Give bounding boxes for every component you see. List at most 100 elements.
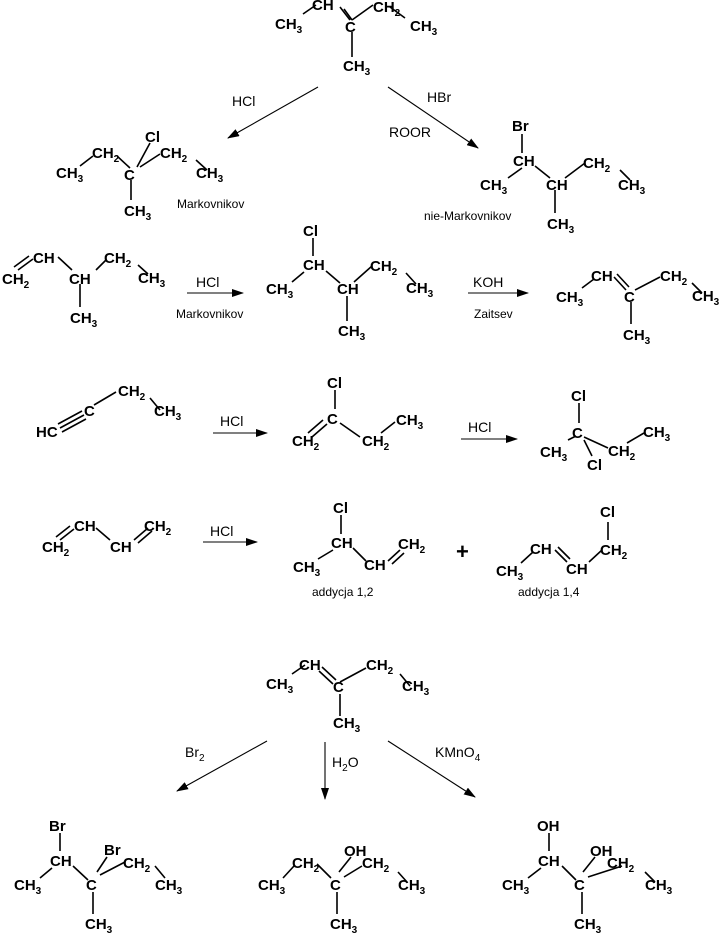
atom-ch2: CH2 xyxy=(144,518,172,538)
atom-ch3: CH3 xyxy=(266,676,294,696)
product-2-3-dibromo-3-methylpentane: Br CH CH3 C Br CH2 CH3 CH3 xyxy=(14,818,183,936)
atom-cl: Cl xyxy=(571,388,586,405)
atom-ch3: CH3 xyxy=(275,16,303,36)
atom-oh: OH xyxy=(590,843,613,860)
atom-br: Br xyxy=(104,842,121,859)
atom-cl: Cl xyxy=(600,504,615,521)
reagent-hcl: HCl xyxy=(468,419,491,435)
atom-ch2: CH2 xyxy=(608,443,636,463)
atom-ch3: CH3 xyxy=(502,877,530,897)
reaction-arrow xyxy=(227,86,319,139)
atom-ch3: CH3 xyxy=(402,678,430,698)
product-2-bromo-3-methylpentane: Br CH CH3 CH CH2 CH3 CH3 xyxy=(480,118,646,236)
reagent-hcl: HCl xyxy=(196,274,219,290)
product-3-methylpentan-3-ol: CH3 CH2 C OH CH2 CH3 CH3 xyxy=(258,843,426,936)
atom-ch: CH xyxy=(299,657,321,674)
molecule-3-methylpent-2-ene-zaitsev: CH3 CH C CH2 CH3 CH3 xyxy=(556,268,720,347)
atom-ch3: CH3 xyxy=(85,916,113,936)
atom-ch3: CH3 xyxy=(154,403,182,423)
atom-ch2: CH2 xyxy=(660,268,688,288)
molecule-buta-1-3-diene: CH2 CH CH CH2 xyxy=(42,518,172,559)
reagent-koh: KOH xyxy=(473,274,503,290)
atom-ch: CH xyxy=(74,518,96,535)
atom-oh: OH xyxy=(537,818,560,835)
atom-ch3: CH3 xyxy=(293,559,321,579)
atom-ch2: CH2 xyxy=(398,536,426,556)
atom-ch2: CH2 xyxy=(370,258,398,278)
reaction-arrow xyxy=(387,86,479,149)
atom-c: C xyxy=(86,877,97,894)
atom-c: C xyxy=(624,289,635,306)
molecule-3-methylpent-2-ene-top: CH3 CH C CH2 CH3 CH3 xyxy=(275,0,438,78)
note-addition-1-4: addycja 1,4 xyxy=(518,585,580,599)
atom-ch3: CH3 xyxy=(692,288,720,308)
atom-ch2: CH2 xyxy=(92,145,120,165)
atom-ch3: CH3 xyxy=(196,165,224,185)
atom-ch: CH xyxy=(331,535,353,552)
atom-ch3: CH3 xyxy=(618,177,646,197)
atom-ch3: CH3 xyxy=(410,18,438,38)
atom-ch: CH xyxy=(546,177,568,194)
reagent-h2o: H2O xyxy=(332,754,359,774)
atom-ch3: CH3 xyxy=(343,58,371,78)
atom-ch3: CH3 xyxy=(574,916,602,936)
atom-c: C xyxy=(333,679,344,696)
atom-ch2: CH2 xyxy=(600,542,628,562)
atom-ch3: CH3 xyxy=(124,203,152,223)
atom-ch3: CH3 xyxy=(556,289,584,309)
product-3-chloro-3-methylpentane: CH3 CH2 C Cl CH2 CH3 CH3 xyxy=(56,129,224,223)
atom-br: Br xyxy=(49,818,66,835)
atom-ch3: CH3 xyxy=(333,715,361,735)
atom-c: C xyxy=(124,167,135,184)
atom-ch3: CH3 xyxy=(338,323,366,343)
atom-ch2: CH2 xyxy=(292,433,320,453)
atom-ch3: CH3 xyxy=(14,877,42,897)
reagent-kmno4: KMnO4 xyxy=(435,744,481,764)
reagent-hcl: HCl xyxy=(220,413,243,429)
atom-ch3: CH3 xyxy=(547,216,575,236)
atom-ch3: CH3 xyxy=(266,281,294,301)
note-addition-1-2: addycja 1,2 xyxy=(312,585,374,599)
atom-oh: OH xyxy=(344,843,367,860)
reaction-arrow xyxy=(176,740,268,792)
atom-ch3: CH3 xyxy=(480,177,508,197)
atom-c: C xyxy=(574,877,585,894)
atom-ch: CH xyxy=(312,0,334,14)
note-markovnikov: Markovnikov xyxy=(176,307,243,321)
molecule-but-1-yne: HC C CH2 CH3 xyxy=(36,383,182,441)
atom-ch2: CH2 xyxy=(2,271,30,291)
atom-ch2: CH2 xyxy=(362,433,390,453)
atom-ch3: CH3 xyxy=(406,280,434,300)
note-anti-markovnikov: nie-Markovnikov xyxy=(424,209,511,223)
atom-c: C xyxy=(84,403,95,420)
atom-ch3: CH3 xyxy=(70,310,98,330)
atom-c: C xyxy=(330,877,341,894)
molecule-3-methylpent-2-ene-bottom: CH3 CH C CH2 CH3 CH3 xyxy=(266,657,430,735)
atom-ch3: CH3 xyxy=(330,916,358,936)
reaction-arrow xyxy=(387,740,476,798)
atom-cl: Cl xyxy=(333,500,348,517)
atom-ch3: CH3 xyxy=(138,270,166,290)
atom-ch3: CH3 xyxy=(540,444,568,464)
atom-cl: Cl xyxy=(303,223,318,240)
atom-ch2: CH2 xyxy=(607,855,635,875)
note-markovnikov: Markovnikov xyxy=(177,197,244,211)
reagent-roor: ROOR xyxy=(389,124,431,140)
plus-sign: + xyxy=(456,539,469,564)
atom-ch: CH xyxy=(303,257,325,274)
atom-br: Br xyxy=(512,118,529,135)
reagent-hbr: HBr xyxy=(427,89,451,105)
atom-ch: CH xyxy=(530,541,552,558)
atom-ch: CH xyxy=(33,250,55,267)
atom-ch3: CH3 xyxy=(496,563,524,583)
atom-ch2: CH2 xyxy=(373,0,401,19)
product-2-chloro-3-methylpentane: Cl CH CH3 CH CH2 CH3 CH3 xyxy=(266,223,434,343)
atom-ch: CH xyxy=(364,557,386,574)
atom-c: C xyxy=(327,411,338,428)
atom-ch: CH xyxy=(538,853,560,870)
atom-ch3: CH3 xyxy=(623,327,651,347)
atom-ch3: CH3 xyxy=(258,877,286,897)
product-1-chlorobut-2-ene: CH3 CH CH Cl CH2 xyxy=(496,504,628,583)
atom-ch2: CH2 xyxy=(583,155,611,175)
